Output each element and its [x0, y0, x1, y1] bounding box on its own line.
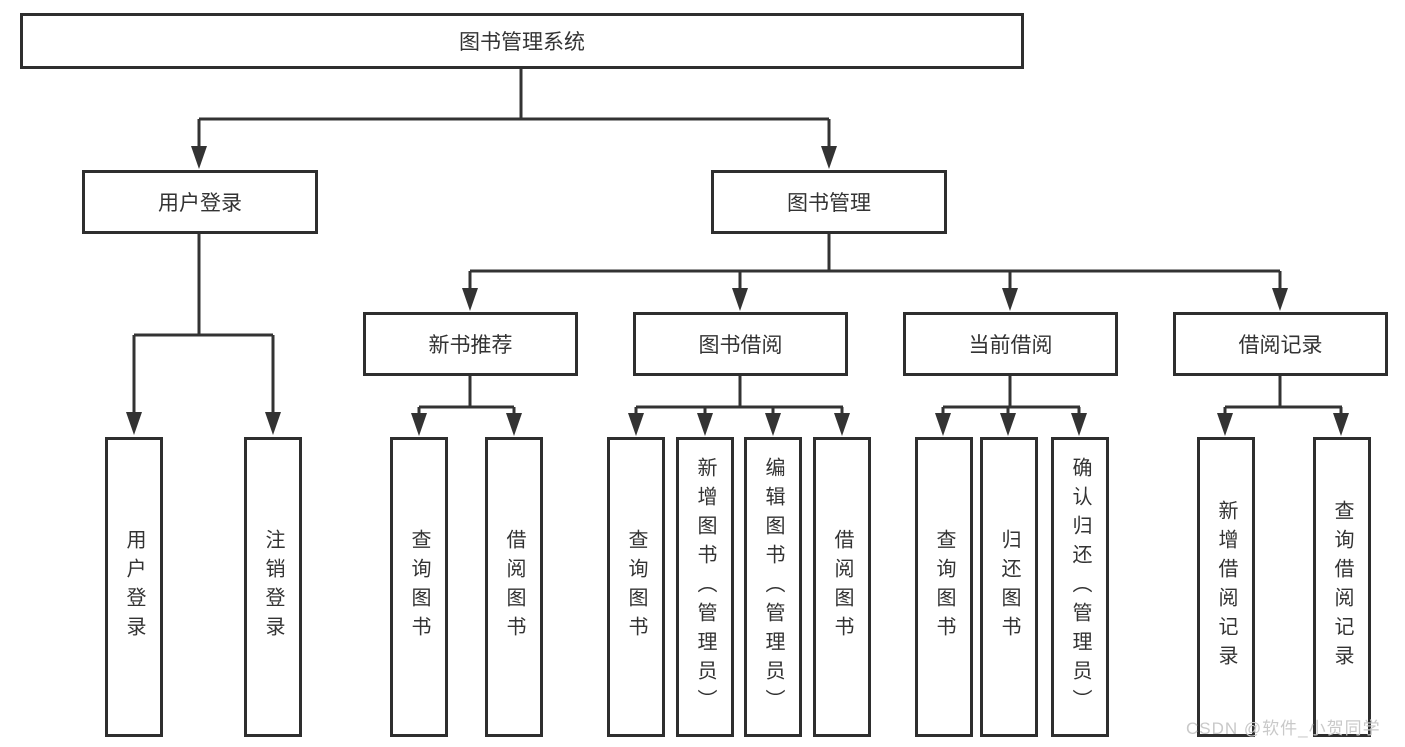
leaf-add-borrow-record: 新增借阅记录 [1197, 437, 1255, 737]
node-label: 新增图书（管理员） [694, 456, 716, 718]
node-book-management: 图书管理 [711, 170, 947, 234]
node-label: 查询图书 [625, 529, 647, 645]
node-new-book-recommend: 新书推荐 [363, 312, 578, 376]
node-label: 归还图书 [998, 529, 1020, 645]
leaf-query-books-borrow: 查询图书 [607, 437, 665, 737]
leaf-user-login: 用户登录 [105, 437, 163, 737]
node-label: 当前借阅 [968, 334, 1053, 357]
leaf-borrow-books: 借阅图书 [813, 437, 871, 737]
node-label: 注销登录 [262, 529, 284, 645]
arrowhead-icons [126, 146, 1349, 436]
leaf-query-books-current: 查询图书 [915, 437, 973, 737]
node-book-borrowing: 图书借阅 [633, 312, 848, 376]
leaf-return-books: 归还图书 [980, 437, 1038, 737]
node-label: 用户登录 [123, 529, 145, 645]
leaf-query-borrow-record: 查询借阅记录 [1313, 437, 1371, 737]
leaf-confirm-return-admin: 确认归还（管理员） [1051, 437, 1109, 737]
leaf-borrow-books-recommend: 借阅图书 [485, 437, 543, 737]
node-label: 借阅图书 [503, 529, 525, 645]
node-label: 图书管理系统 [459, 31, 585, 54]
node-label: 确认归还（管理员） [1069, 456, 1091, 718]
leaf-logout: 注销登录 [244, 437, 302, 737]
node-label: 查询借阅记录 [1331, 500, 1353, 674]
node-user-login: 用户登录 [82, 170, 318, 234]
csdn-watermark: CSDN @软件_小贺同学 [1186, 719, 1381, 738]
node-label: 图书借阅 [698, 334, 783, 357]
node-library-system: 图书管理系统 [20, 13, 1024, 69]
leaf-edit-book-admin: 编辑图书（管理员） [744, 437, 802, 737]
node-label: 新书推荐 [428, 334, 513, 357]
node-label: 借阅图书 [831, 529, 853, 645]
node-label: 借阅记录 [1238, 334, 1323, 357]
node-label: 编辑图书（管理员） [762, 456, 784, 718]
node-label: 图书管理 [787, 192, 871, 215]
node-label: 查询图书 [408, 529, 430, 645]
node-current-borrowing: 当前借阅 [903, 312, 1118, 376]
node-label: 用户登录 [158, 192, 242, 215]
node-label: 查询图书 [933, 529, 955, 645]
node-borrowing-records: 借阅记录 [1173, 312, 1388, 376]
leaf-add-book-admin: 新增图书（管理员） [676, 437, 734, 737]
node-label: 新增借阅记录 [1215, 500, 1237, 674]
leaf-query-books-recommend: 查询图书 [390, 437, 448, 737]
